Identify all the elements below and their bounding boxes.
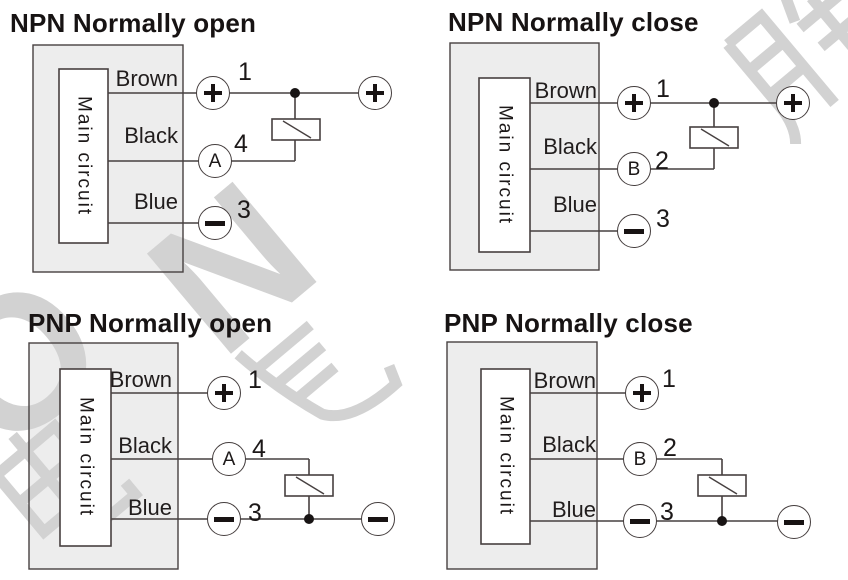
- circuit-npn-nc: [449, 42, 793, 271]
- main-circuit-box: [59, 368, 112, 547]
- pin-number-3: 3: [237, 196, 251, 224]
- terminal-minus-pin3: [207, 502, 241, 536]
- main-circuit-label: Main circuit: [75, 397, 97, 518]
- pin-number-1: 1: [248, 366, 262, 394]
- wire-label-brown: Brown: [534, 78, 597, 103]
- terminal-plus-supply: [358, 76, 392, 110]
- wire-label-brown: Brown: [533, 368, 596, 393]
- diagram-title-pnp-no: PNP Normally open: [28, 308, 273, 338]
- load-diagonal: [708, 476, 738, 495]
- pin-number-2: 2: [663, 434, 677, 462]
- circuit-pnp-no: [28, 342, 378, 570]
- diagram-title-npn-nc: NPN Normally close: [448, 7, 699, 37]
- main-circuit-box: [478, 77, 531, 253]
- pin-number-1: 1: [238, 58, 252, 86]
- main-circuit-label: Main circuit: [73, 95, 95, 217]
- minus-icon: [630, 511, 650, 531]
- terminal-letter: B: [627, 158, 641, 180]
- minus-icon: [368, 509, 388, 529]
- circuit-npn-no: [32, 44, 375, 273]
- terminal-plus-pin1: [625, 376, 659, 410]
- pin-number-1: 1: [656, 75, 670, 103]
- plus-icon: [365, 83, 385, 103]
- minus-icon: [784, 512, 804, 532]
- junction-dot: [290, 88, 300, 98]
- main-circuit-box: [480, 368, 531, 545]
- terminal-minus-supply: [777, 505, 811, 539]
- junction-dot: [304, 514, 314, 524]
- pin-number-4: 4: [252, 435, 266, 463]
- minus-icon: [624, 221, 644, 241]
- wire-label-black: Black: [543, 134, 597, 159]
- wire-label-black: Black: [118, 433, 172, 458]
- watermark-glyph-qi: [234, 320, 403, 422]
- terminal-plus-pin1: [207, 376, 241, 410]
- pin-number-3: 3: [656, 205, 670, 233]
- plus-icon: [632, 383, 652, 403]
- terminal-plus-pin1: [196, 76, 230, 110]
- terminal-letter: B: [633, 448, 647, 470]
- plus-icon: [203, 83, 223, 103]
- terminal-output-b: B: [623, 442, 657, 476]
- terminal-plus-supply: [776, 86, 810, 120]
- wire-label-blue: Blue: [133, 189, 178, 214]
- terminal-minus-pin3: [198, 206, 232, 240]
- main-box-outline: [32, 44, 184, 273]
- load-diagonal: [700, 128, 730, 147]
- junction-dot: [717, 516, 727, 526]
- terminal-minus-supply: [361, 502, 395, 536]
- pin-number-1: 1: [662, 365, 676, 393]
- main-circuit-label: Main circuit: [494, 104, 516, 226]
- main-circuit-label: Main circuit: [495, 396, 517, 517]
- junction-dot: [709, 98, 719, 108]
- main-circuit-box: [58, 68, 109, 244]
- main-box-outline: [449, 42, 600, 271]
- wire-label-black: Black: [124, 123, 178, 148]
- terminal-letter: A: [208, 150, 222, 172]
- diagram-title-pnp-nc: PNP Normally close: [444, 308, 693, 338]
- terminal-output-a: A: [212, 442, 246, 476]
- plus-icon: [214, 383, 234, 403]
- diagram-title-npn-no: NPN Normally open: [10, 8, 257, 38]
- terminal-letter: A: [222, 448, 236, 470]
- wire-label-blue: Blue: [551, 497, 596, 522]
- main-box-outline: [28, 342, 179, 570]
- terminal-output-a: A: [198, 144, 232, 178]
- wire-label-blue: Blue: [127, 495, 172, 520]
- wire-label-brown: Brown: [115, 66, 178, 91]
- wire-label-brown: Brown: [109, 367, 172, 392]
- plus-icon: [624, 93, 644, 113]
- main-box-outline: [446, 341, 598, 570]
- load-diagonal: [295, 476, 325, 495]
- minus-icon: [214, 509, 234, 529]
- wire-label-black: Black: [542, 432, 596, 457]
- minus-icon: [205, 213, 225, 233]
- pin-number-3: 3: [660, 498, 674, 526]
- terminal-plus-pin1: [617, 86, 651, 120]
- pin-number-4: 4: [234, 130, 248, 158]
- terminal-minus-pin3: [623, 504, 657, 538]
- load-diagonal: [282, 120, 312, 139]
- pin-number-2: 2: [655, 147, 669, 175]
- pin-number-3: 3: [248, 499, 262, 527]
- wire-label-blue: Blue: [552, 192, 597, 217]
- terminal-minus-pin3: [617, 214, 651, 248]
- terminal-output-b: B: [617, 152, 651, 186]
- plus-icon: [783, 93, 803, 113]
